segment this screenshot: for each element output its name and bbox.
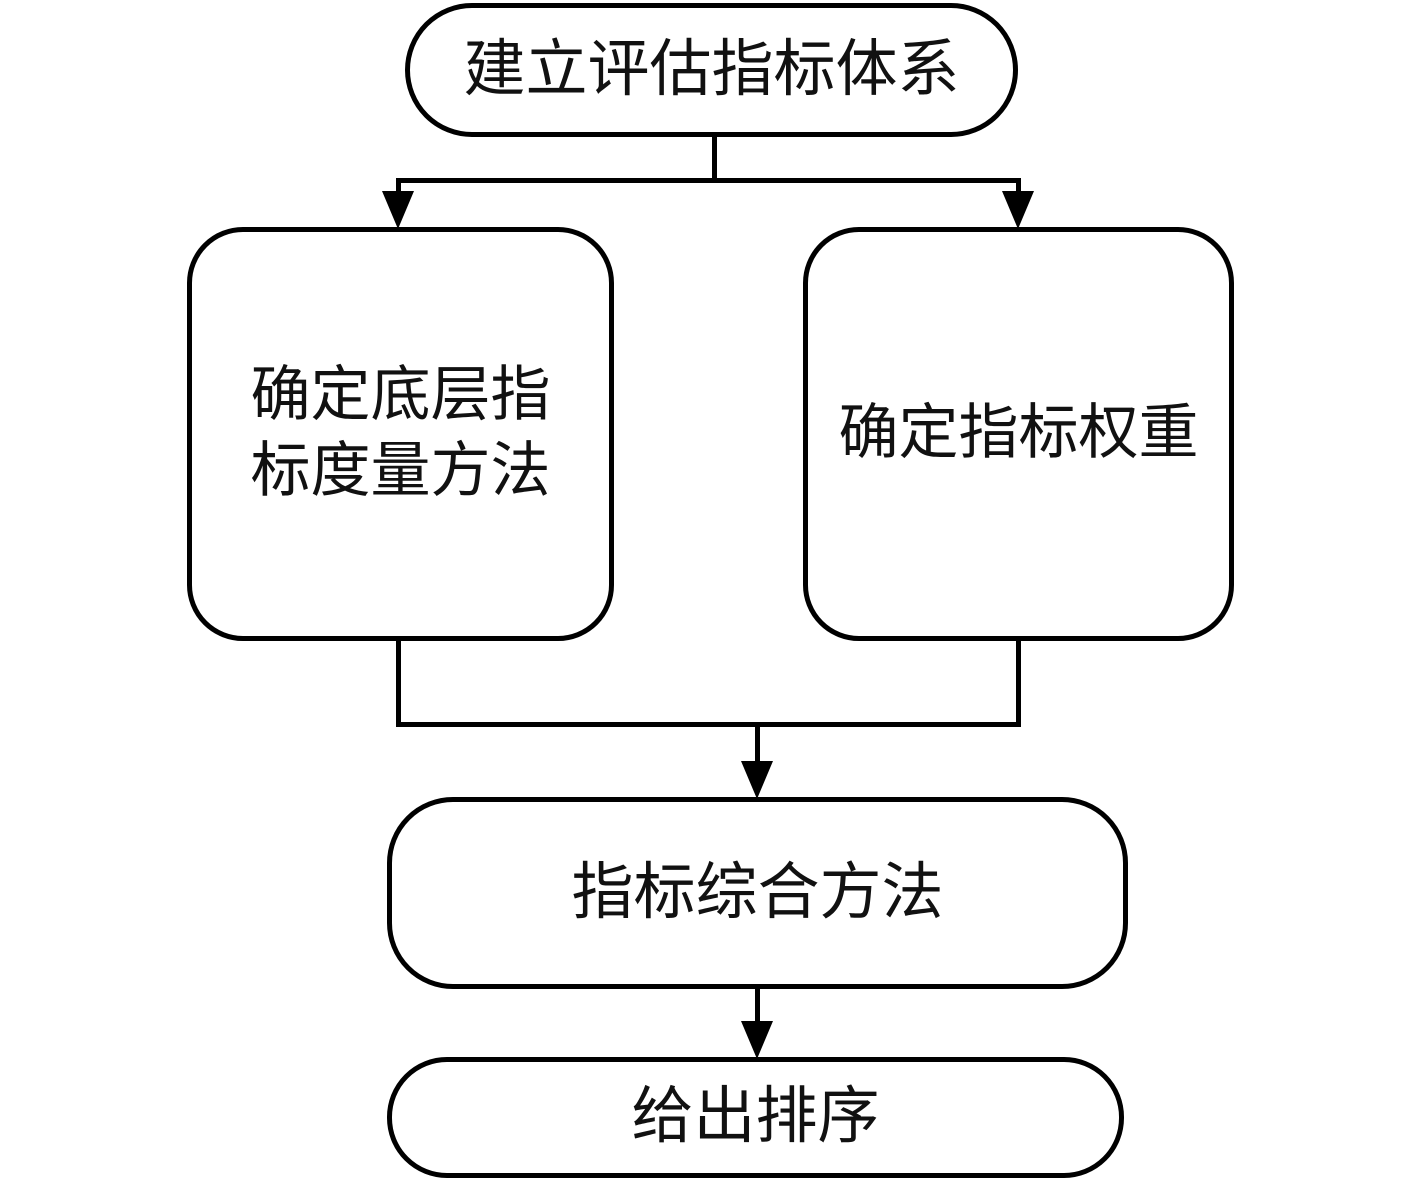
node-establish-index-system: 建立评估指标体系: [405, 3, 1018, 137]
connector-merge-horizontal: [396, 722, 1021, 727]
node-determine-measurement-method-line1: 确定底层指: [250, 362, 551, 429]
node-index-synthesis-method-label: 指标综合方法: [571, 858, 944, 927]
arrowhead-down-merge-icon: [741, 761, 773, 799]
node-determine-measurement-method: 确定底层指 标度量方法: [187, 227, 614, 641]
arrowhead-down-left-icon: [382, 191, 414, 229]
connector-top-stem: [712, 135, 717, 183]
connector-merge-stem: [755, 722, 760, 764]
node-give-ranking-label: 给出排序: [631, 1083, 880, 1152]
node-give-ranking: 给出排序: [387, 1057, 1124, 1178]
node-determine-measurement-method-label: 确定底层指 标度量方法: [251, 358, 551, 509]
node-index-synthesis-method: 指标综合方法: [387, 797, 1128, 989]
connector-branch-right-stem: [1016, 178, 1021, 194]
arrowhead-down-right-icon: [1002, 191, 1034, 229]
node-determine-index-weights-label: 确定指标权重: [838, 400, 1199, 467]
node-determine-index-weights: 确定指标权重: [803, 227, 1234, 641]
connector-branch-left-stem: [396, 178, 401, 194]
connector-result-stem: [755, 985, 760, 1023]
arrowhead-down-result-icon: [741, 1021, 773, 1059]
node-establish-index-system-label: 建立评估指标体系: [463, 35, 960, 104]
connector-branch-horizontal: [396, 178, 1021, 183]
connector-leftbox-down: [396, 636, 401, 727]
connector-rightbox-down: [1016, 636, 1021, 727]
node-determine-measurement-method-line2: 标度量方法: [250, 438, 551, 504]
